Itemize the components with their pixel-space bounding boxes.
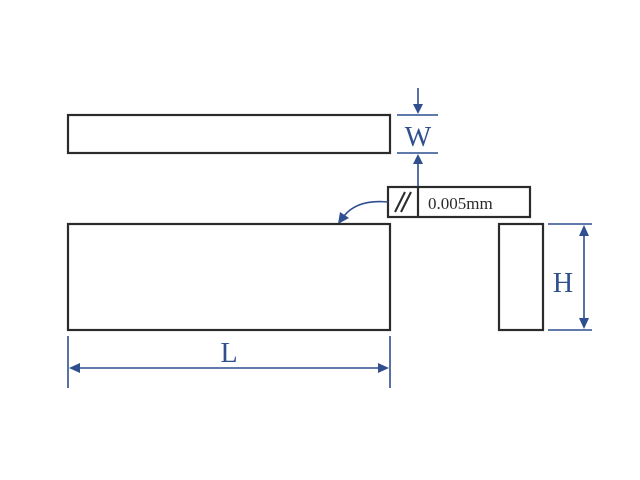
front-view-block	[66, 222, 392, 332]
leader-arrow-head	[338, 212, 349, 224]
side-view-block	[497, 222, 545, 332]
length-dimension: L	[67, 336, 391, 388]
height-arrow-top-head	[579, 225, 589, 236]
length-arrow-left-head	[69, 363, 80, 373]
tolerance-frame-box	[386, 185, 532, 219]
width-arrow-bottom-head	[413, 154, 423, 164]
height-label: H	[553, 268, 573, 299]
parallelism-icon	[394, 191, 412, 213]
length-arrow-right-head	[378, 363, 389, 373]
width-dimension: W	[397, 88, 438, 187]
height-arrow-bottom-head	[579, 318, 589, 329]
top-view-block	[66, 113, 392, 155]
tolerance-value: 0.005mm	[428, 194, 493, 213]
leader-arrow	[338, 200, 389, 224]
width-label: W	[405, 122, 432, 153]
height-dimension: H	[548, 223, 592, 331]
length-label: L	[220, 338, 237, 369]
width-arrow-top-head	[413, 104, 423, 114]
tolerance-frame: 0.005mm	[386, 185, 532, 219]
